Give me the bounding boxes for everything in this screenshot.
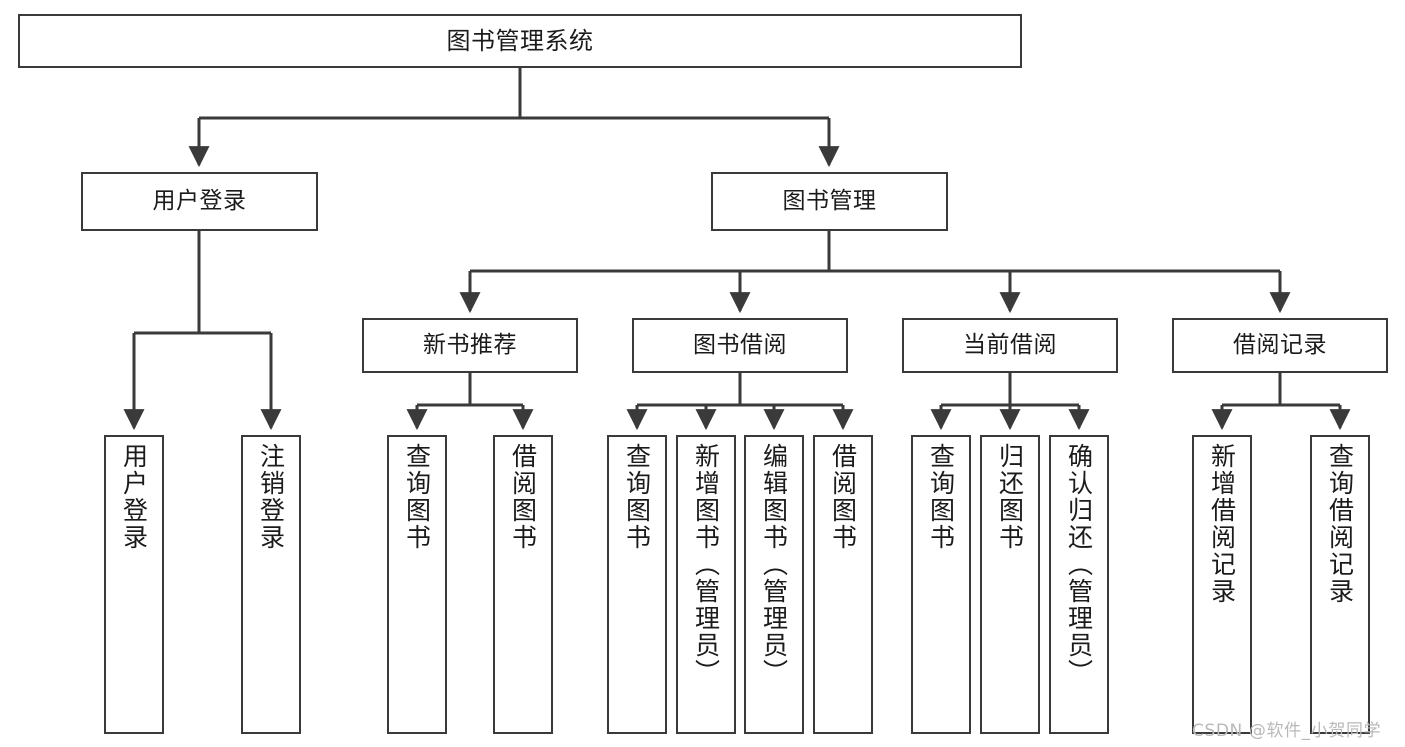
- leaf-borrow-record-add-record[interactable]: 新增借阅记录: [1192, 435, 1252, 734]
- node-label: 编辑图书（管理员）: [759, 443, 789, 686]
- node-new-book-recommend[interactable]: 新书推荐: [362, 318, 578, 373]
- leaf-book-borrow-borrow-book[interactable]: 借阅图书: [813, 435, 873, 734]
- node-label: 新增图书（管理员）: [691, 443, 721, 686]
- node-label: 图书借阅: [693, 331, 787, 358]
- node-label: 注销登录: [256, 443, 286, 551]
- leaf-new-book-borrow-book[interactable]: 借阅图书: [493, 435, 553, 734]
- node-label: 用户登录: [119, 443, 149, 551]
- node-label: 图书管理: [782, 187, 877, 214]
- node-label: 当前借阅: [963, 331, 1057, 358]
- node-label: 用户登录: [152, 187, 247, 214]
- node-label: 新书推荐: [423, 331, 517, 358]
- node-book-management[interactable]: 图书管理: [711, 172, 948, 231]
- node-user-login[interactable]: 用户登录: [81, 172, 318, 231]
- node-label: 新增借阅记录: [1207, 443, 1237, 605]
- node-current-borrow[interactable]: 当前借阅: [902, 318, 1118, 373]
- leaf-current-borrow-confirm-return-admin[interactable]: 确认归还（管理员）: [1049, 435, 1109, 734]
- node-label: 借阅图书: [508, 443, 538, 551]
- leaf-user-login-login[interactable]: 用户登录: [104, 435, 164, 734]
- node-root-book-management-system[interactable]: 图书管理系统: [18, 14, 1022, 68]
- node-label: 借阅记录: [1233, 331, 1327, 358]
- node-borrow-record[interactable]: 借阅记录: [1172, 318, 1388, 373]
- leaf-current-borrow-return-book[interactable]: 归还图书: [980, 435, 1040, 734]
- leaf-new-book-query-book[interactable]: 查询图书: [387, 435, 447, 734]
- leaf-user-login-logout[interactable]: 注销登录: [241, 435, 301, 734]
- csdn-watermark: CSDN @软件_小贺同学: [1192, 721, 1382, 741]
- node-label: 查询借阅记录: [1325, 443, 1355, 605]
- leaf-book-borrow-query-book[interactable]: 查询图书: [607, 435, 667, 734]
- node-label: 查询图书: [402, 443, 432, 551]
- node-label: 图书管理系统: [446, 26, 594, 55]
- leaf-book-borrow-edit-book-admin[interactable]: 编辑图书（管理员）: [744, 435, 804, 734]
- leaf-book-borrow-add-book-admin[interactable]: 新增图书（管理员）: [676, 435, 736, 734]
- node-label: 查询图书: [926, 443, 956, 551]
- leaf-current-borrow-query-book[interactable]: 查询图书: [911, 435, 971, 734]
- node-book-borrow[interactable]: 图书借阅: [632, 318, 848, 373]
- node-label: 确认归还（管理员）: [1064, 443, 1094, 686]
- node-label: 归还图书: [995, 443, 1025, 551]
- node-label: 借阅图书: [828, 443, 858, 551]
- leaf-borrow-record-query-record[interactable]: 查询借阅记录: [1310, 435, 1370, 734]
- node-label: 查询图书: [622, 443, 652, 551]
